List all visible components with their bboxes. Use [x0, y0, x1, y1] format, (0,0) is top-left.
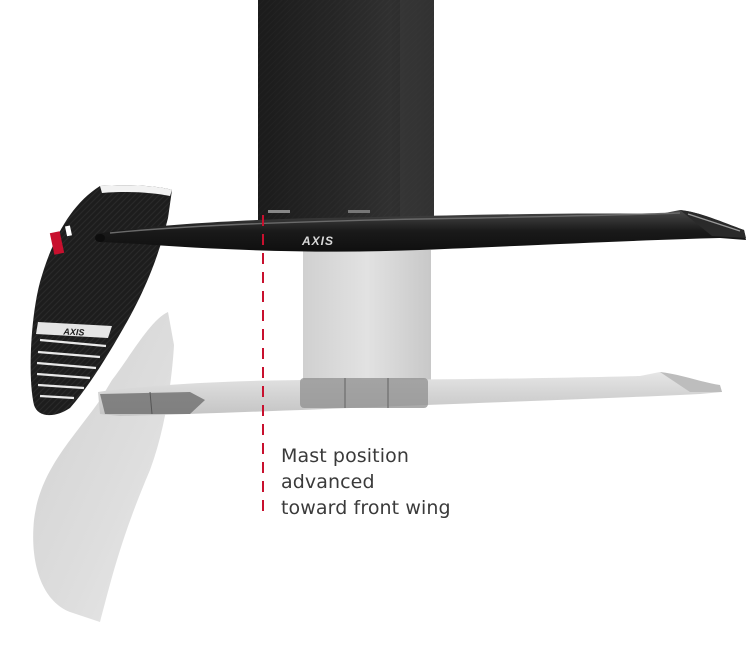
wing-logo-text: AXIS: [62, 326, 85, 337]
mast-position-caption: Mast position advanced toward front wing: [281, 443, 501, 521]
ghost-wing-mount: [100, 392, 205, 414]
ghost-mast-clamp: [300, 378, 428, 408]
ghost-mast: [303, 250, 431, 400]
carbon-fuselage: [96, 210, 746, 252]
wing-logo-plate: [36, 322, 112, 338]
caption-line-2: advanced: [281, 471, 375, 493]
caption-line-1: Mast position: [281, 445, 409, 467]
caption-line-3: toward front wing: [281, 497, 451, 519]
wing-spec-lines: [36, 338, 107, 400]
ghost-tail: [660, 372, 722, 392]
fuselage-logo-text: AXIS: [301, 234, 334, 248]
wing-red-label: [49, 231, 65, 255]
carbon-foil: AXIS AXIS: [30, 0, 746, 416]
ghost-foil: [33, 250, 722, 622]
